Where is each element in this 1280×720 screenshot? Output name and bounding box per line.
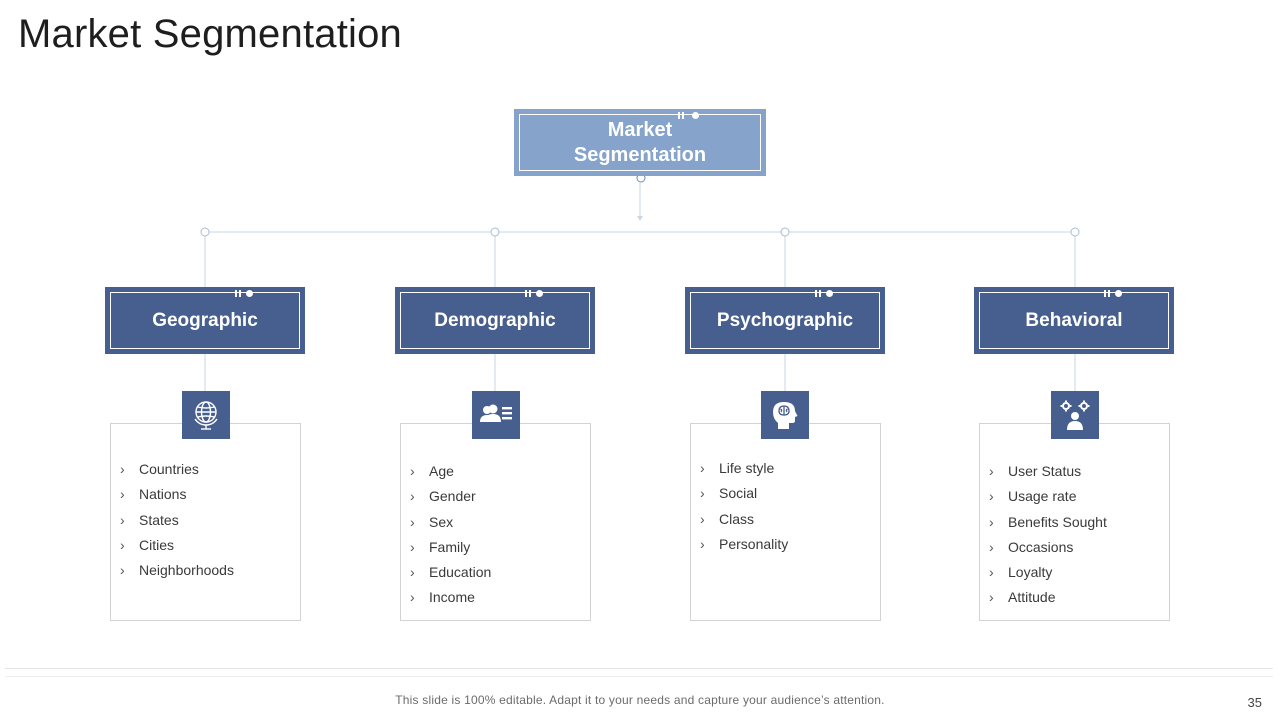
footer-divider [5, 676, 1273, 677]
chevron-right-icon: › [120, 486, 125, 503]
pin-dot [1115, 290, 1122, 297]
list-item: ›Sex [410, 510, 491, 535]
category-label: Demographic [400, 292, 590, 349]
list-item: ›Neighborhoods [120, 558, 234, 583]
chevron-right-icon: › [410, 488, 415, 505]
pin-dot [246, 290, 253, 297]
item-list: ›Life style ›Social ›Class ›Personality [700, 456, 788, 557]
pin-bar [1108, 290, 1110, 297]
category-label: Geographic [110, 292, 300, 349]
list-item: ›Family [410, 535, 491, 560]
people-list-icon [472, 391, 520, 439]
list-item: ›Class [700, 507, 788, 532]
root-line-2: Segmentation [573, 143, 707, 166]
list-item: ›Loyalty [989, 560, 1107, 585]
junction-dot-demographic [490, 227, 500, 237]
category-label: Psychographic [690, 292, 880, 349]
list-item: ›User Status [989, 459, 1107, 484]
chevron-right-icon: › [989, 589, 994, 606]
chevron-right-icon: › [120, 536, 125, 553]
junction-dot-geographic [200, 227, 210, 237]
card-demographic: ›Age ›Gender ›Sex ›Family ›Education ›In… [400, 423, 591, 621]
pin-dot [536, 290, 543, 297]
card-behavioral: ›User Status ›Usage rate ›Benefits Sough… [979, 423, 1170, 621]
list-item: ›Attitude [989, 585, 1107, 610]
item-list: ›Age ›Gender ›Sex ›Family ›Education ›In… [410, 459, 491, 611]
category-node-psychographic: Psychographic [685, 287, 885, 354]
footer-divider [5, 668, 1273, 669]
list-item: ›Life style [700, 456, 788, 481]
pin-bar [682, 112, 684, 119]
list-item: ›States [120, 508, 234, 533]
chevron-right-icon: › [410, 538, 415, 555]
list-item: ›Occasions [989, 535, 1107, 560]
chevron-right-icon: › [410, 463, 415, 479]
root-node-label: Market Segmentation [519, 114, 761, 171]
head-brain-icon [761, 391, 809, 439]
chevron-right-icon: › [989, 513, 994, 530]
chevron-right-icon: › [700, 510, 705, 527]
chevron-right-icon: › [700, 460, 705, 476]
chevron-right-icon: › [989, 564, 994, 581]
pin-bar [678, 112, 680, 119]
root-node: Market Segmentation [514, 109, 766, 176]
list-item: ›Usage rate [989, 484, 1107, 509]
pin-bar [1104, 290, 1106, 297]
list-item: ›Cities [120, 533, 234, 558]
chevron-right-icon: › [989, 488, 994, 505]
list-item: ›Countries [120, 457, 234, 482]
category-node-geographic: Geographic [105, 287, 305, 354]
pin-bar [239, 290, 241, 297]
list-item: ›Personality [700, 532, 788, 557]
list-item: ›Income [410, 585, 491, 610]
item-list: ›Countries ›Nations ›States ›Cities ›Nei… [120, 457, 234, 583]
pin-bar [819, 290, 821, 297]
person-gears-icon [1051, 391, 1099, 439]
chevron-right-icon: › [120, 511, 125, 528]
footer-note: This slide is 100% editable. Adapt it to… [395, 693, 885, 707]
category-label: Behavioral [979, 292, 1169, 349]
item-list: ›User Status ›Usage rate ›Benefits Sough… [989, 459, 1107, 611]
chevron-right-icon: › [410, 589, 415, 606]
junction-dot-psychographic [780, 227, 790, 237]
chevron-right-icon: › [989, 538, 994, 555]
list-item: ›Social [700, 481, 788, 506]
root-line-1: Market [607, 118, 673, 141]
page-title: Market Segmentation [18, 12, 402, 56]
list-item: ›Education [410, 560, 491, 585]
globe-icon [182, 391, 230, 439]
pin-bar [815, 290, 817, 297]
pin-bar [235, 290, 237, 297]
list-item: ›Age [410, 459, 491, 484]
category-node-demographic: Demographic [395, 287, 595, 354]
junction-dot-behavioral [1070, 227, 1080, 237]
pin-dot [692, 112, 699, 119]
pin-dot [826, 290, 833, 297]
list-item: ›Gender [410, 484, 491, 509]
list-item: ›Benefits Sought [989, 510, 1107, 535]
pin-bar [529, 290, 531, 297]
card-psychographic: ›Life style ›Social ›Class ›Personality [690, 423, 881, 621]
list-item: ›Nations [120, 482, 234, 507]
chevron-right-icon: › [120, 461, 125, 477]
category-node-behavioral: Behavioral [974, 287, 1174, 354]
chevron-right-icon: › [120, 562, 125, 579]
pin-bar [525, 290, 527, 297]
chevron-right-icon: › [410, 564, 415, 581]
chevron-right-icon: › [700, 535, 705, 552]
root-arrowhead [637, 216, 643, 221]
chevron-right-icon: › [989, 463, 994, 479]
card-geographic: ›Countries ›Nations ›States ›Cities ›Nei… [110, 423, 301, 621]
chevron-right-icon: › [700, 485, 705, 502]
chevron-right-icon: › [410, 513, 415, 530]
page-number: 35 [1247, 695, 1262, 710]
